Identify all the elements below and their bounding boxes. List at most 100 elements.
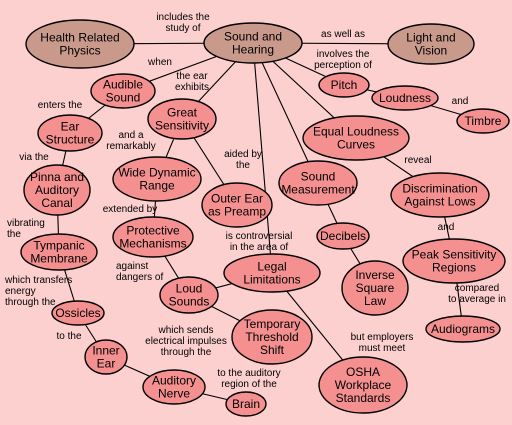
node-label: Ossicles	[55, 306, 100, 320]
node-label: Curves	[337, 138, 375, 152]
node-label: Inner	[92, 344, 119, 358]
link-label-and-discrim: and	[438, 222, 455, 233]
node-ossicles: Ossicles	[51, 300, 105, 326]
node-ellipse	[37, 114, 103, 152]
node-label: Tympanic	[33, 239, 84, 253]
node-label: Wide Dynamic	[118, 166, 195, 180]
node-ellipse	[425, 315, 501, 343]
node-label: Timbre	[465, 114, 502, 128]
node-label: Health Related	[40, 31, 119, 45]
link-label-text: reveal	[404, 155, 431, 166]
link-label-text: enters the	[38, 100, 83, 111]
link-label-text: but employers	[351, 332, 414, 343]
node-ellipse	[225, 391, 267, 417]
node-label: Sounds	[169, 295, 210, 309]
node-ellipse	[341, 260, 409, 316]
node-label: Ear	[97, 357, 116, 371]
node-label: Auditory	[152, 374, 196, 388]
link-label-text: aided by	[224, 149, 262, 160]
link-label-text: which sends	[157, 325, 213, 336]
node-ellipse	[90, 73, 156, 109]
link-label-text: energy	[5, 286, 36, 297]
link-label-text: when	[147, 57, 172, 68]
node-label: Pinna and	[30, 170, 84, 184]
node-ellipse	[318, 356, 408, 414]
node-label: Great	[167, 106, 198, 120]
node-ellipse	[142, 369, 206, 405]
link-label-as-well-as: as well as	[321, 29, 365, 40]
node-label: Vision	[415, 44, 447, 58]
node-label: Sensitivity	[155, 119, 209, 133]
link-label-text: to the	[56, 331, 81, 342]
node-ellipse	[25, 19, 135, 69]
node-label: Threshold	[245, 330, 298, 344]
node-ellipse	[159, 276, 219, 314]
node-label: Range	[139, 179, 175, 193]
node-label: Sound	[106, 91, 141, 105]
link-label-to-the: to the	[56, 331, 81, 342]
link-label-text: the	[7, 229, 21, 240]
node-label: Structure	[46, 133, 95, 147]
node-ellipse	[387, 23, 475, 65]
node-decibels: Decibels	[316, 222, 370, 250]
node-loudness: Loudness	[371, 85, 439, 111]
node-label: Loud	[176, 282, 203, 296]
node-timbre: Timbre	[456, 108, 510, 134]
node-label: Measurement	[281, 183, 355, 197]
node-ellipse	[390, 172, 490, 218]
node-label: Audiograms	[431, 322, 495, 336]
link-label-and-loud-timbre: and	[452, 96, 469, 107]
node-label: Pitch	[331, 78, 358, 92]
link-label-via: via the	[19, 152, 49, 163]
node-label: Workplace	[335, 378, 392, 392]
link-label-text: and a	[118, 130, 143, 141]
node-ellipse	[203, 22, 303, 64]
link-label-text: as well as	[321, 29, 365, 40]
node-label: Sound	[301, 170, 336, 184]
link-label-text: through the	[5, 297, 56, 308]
node-label: Loudness	[379, 91, 431, 105]
link-label-reveal: reveal	[404, 155, 431, 166]
node-label: Nerve	[158, 387, 190, 401]
link-label-text: extended by	[103, 204, 158, 215]
node-label: as Preamp	[208, 205, 266, 219]
node-label: Mechanisms	[119, 237, 186, 251]
node-label: Against Lows	[404, 195, 475, 209]
node-label: Sound and	[224, 30, 282, 44]
node-ellipse	[201, 182, 273, 228]
node-label: Legal	[257, 260, 286, 274]
connector-sound-sound_meas	[252, 42, 319, 184]
link-label-text: is controversial	[226, 231, 293, 242]
node-label: Protective	[126, 224, 180, 238]
link-label-text: remarkably	[106, 141, 155, 152]
link-label-text: and	[438, 222, 455, 233]
node-label: Ear	[61, 120, 80, 134]
node-ellipse	[231, 309, 313, 365]
link-label-text: to the auditory	[217, 368, 280, 379]
link-label-text: in the area of	[230, 242, 289, 253]
node-label: Peak Sensitivity	[412, 248, 497, 262]
link-label-extended: extended by	[103, 204, 158, 215]
node-label: Auditory	[35, 183, 79, 197]
node-label: Discrimination	[402, 182, 477, 196]
